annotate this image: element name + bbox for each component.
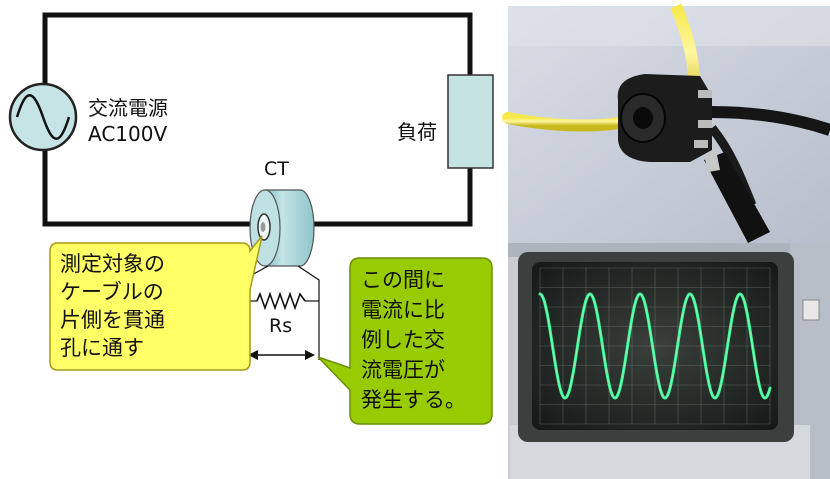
ac-source-label-line2: AC100V (88, 122, 168, 146)
resistor-label: Rs (269, 315, 293, 337)
oscilloscope-photo (508, 243, 830, 479)
ct-sensor-photo (502, 3, 830, 243)
callout-left-line: 片側を貫通 (60, 308, 165, 332)
callout-right-shape (317, 257, 493, 425)
callout-right-line: 流電圧が (361, 358, 445, 382)
circuit-wires (42, 12, 473, 227)
callout-right-line: 例した交 (361, 328, 445, 352)
voltage-double-arrow (248, 350, 315, 360)
ct-toroid (249, 189, 315, 267)
ct-label: CT (264, 158, 289, 180)
callout-right-line: 電流に比 (361, 298, 445, 322)
ac-source-symbol (8, 82, 78, 152)
callout-right-line: 発生する。 (361, 388, 466, 412)
callout-left-text: 測定対象の ケーブルの 片側を貫通 孔に通す (60, 250, 165, 362)
resistor-zigzag (256, 291, 306, 311)
load-box (447, 74, 494, 169)
ac-source-label: 交流電源 AC100V (88, 95, 168, 147)
callout-right-line: この間に (361, 268, 445, 292)
callout-left-line: ケーブルの (60, 280, 164, 304)
callout-left-shape (49, 235, 263, 371)
callout-left-line: 測定対象の (60, 252, 165, 276)
callout-left-line: 孔に通す (60, 336, 144, 360)
ac-source-label-line1: 交流電源 (88, 96, 168, 120)
load-label: 負荷 (397, 120, 437, 144)
callout-right-text: この間に 電流に比 例した交 流電圧が 発生する。 (361, 265, 466, 415)
ct-output-leads (242, 265, 320, 360)
